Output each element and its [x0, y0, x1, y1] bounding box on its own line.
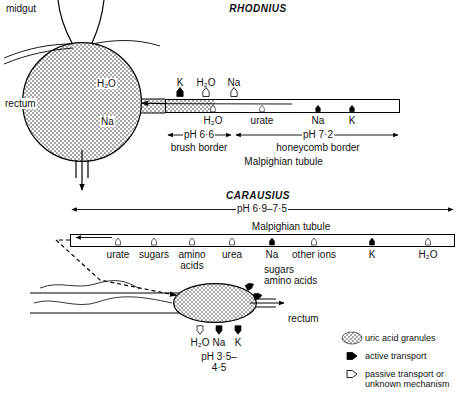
ph-value: pH 3·5– 4·5	[197, 351, 241, 373]
passive-transport-arrow	[211, 105, 216, 112]
passive-transport-arrow	[260, 105, 265, 112]
ph-value: pH 6·9–7·5	[236, 203, 288, 214]
tubule-wall	[141, 99, 165, 113]
region-label: brush border	[171, 142, 228, 153]
passive-transport-arrow	[426, 238, 431, 245]
ion-label: H₂O	[419, 249, 438, 260]
ion-label: K	[369, 249, 376, 260]
rectum-outline	[22, 42, 142, 162]
passive-transport-arrow	[116, 238, 121, 245]
rectum-chamber: rectum	[22, 42, 142, 162]
solute-label: sugars	[139, 249, 169, 260]
active-transport-arrow	[177, 88, 183, 97]
solute-label: H₂O	[204, 115, 223, 126]
rectum-wall	[174, 284, 257, 323]
active-transport-arrow	[370, 238, 375, 245]
flow-line	[76, 237, 112, 238]
legend-text: active transport	[365, 351, 470, 361]
legend-text: uric acid granules	[365, 333, 470, 343]
active-transport-arrow	[235, 326, 241, 335]
rectum-wall	[23, 43, 142, 162]
midgut-wall	[92, 0, 104, 43]
tubule-wall	[34, 297, 172, 305]
ion-label: H₂O	[96, 78, 117, 89]
ion-label: other ions	[292, 249, 336, 260]
ion-label: H₂O	[191, 337, 210, 348]
node-label: rectum	[4, 98, 37, 109]
passive-transport-arrow	[152, 238, 157, 245]
ion-label: Na	[266, 249, 279, 260]
active-transport-arrow	[316, 105, 321, 112]
tubule-wall	[40, 281, 140, 289]
passive-transport-arrow	[190, 238, 195, 245]
flow-line	[165, 103, 292, 104]
ion-label: K	[235, 337, 242, 348]
legend-swatch	[347, 371, 357, 378]
active-transport-arrow	[245, 282, 255, 291]
passive-transport-arrow	[312, 238, 317, 245]
active-transport-arrow	[350, 105, 355, 112]
node-label: rectum	[288, 313, 319, 324]
part-name: midgut	[6, 3, 36, 14]
solute-label: amino acids	[175, 249, 209, 271]
solute-label: urea	[222, 249, 242, 260]
passive-transport-arrow	[230, 238, 235, 245]
solute-label: urate	[107, 249, 130, 260]
species-title: CARAUSIUS	[226, 190, 290, 201]
passive-transport-arrow	[203, 88, 209, 97]
ion-label: H₂O	[197, 77, 216, 88]
active-transport-arrow	[216, 326, 222, 335]
ion-label: Na	[213, 337, 226, 348]
flow-connector	[142, 103, 165, 105]
node-label: Malpighian tubule	[252, 221, 330, 232]
malpighian-tubule: Malpighian tubule	[165, 99, 400, 113]
legend-text: passive transport or unknown mechanism	[365, 369, 470, 389]
ion-label: Na	[228, 77, 241, 88]
ion-label: Na	[100, 116, 115, 127]
ion-label: K	[177, 77, 184, 88]
flow-connector	[56, 240, 176, 295]
tubule-wall	[92, 41, 160, 47]
solute-label: sugars amino acids	[264, 264, 324, 286]
rectum-chamber: rectum	[173, 283, 257, 323]
uric-acid-granules	[141, 99, 215, 113]
legend-swatch	[347, 353, 357, 360]
midgut-wall	[58, 0, 72, 43]
malpighian-tubule: Malpighian tubule	[70, 234, 455, 247]
passive-transport-arrow	[197, 326, 203, 335]
passive-transport-arrow	[231, 88, 237, 97]
ion-label: Na	[312, 115, 325, 126]
solute-label: urate	[251, 115, 274, 126]
legend-swatch	[342, 332, 362, 344]
ion-label: K	[349, 115, 356, 126]
gut-wall	[30, 293, 179, 313]
node-label: Malpighian tubule	[244, 156, 322, 167]
species-title: RHODNIUS	[229, 3, 286, 14]
ph-value: pH 7·2	[302, 129, 334, 140]
ph-value: pH 6·6	[183, 129, 215, 140]
region-label: honeycomb border	[276, 142, 359, 153]
rectum-outline	[173, 283, 257, 323]
active-transport-arrow	[270, 238, 275, 245]
